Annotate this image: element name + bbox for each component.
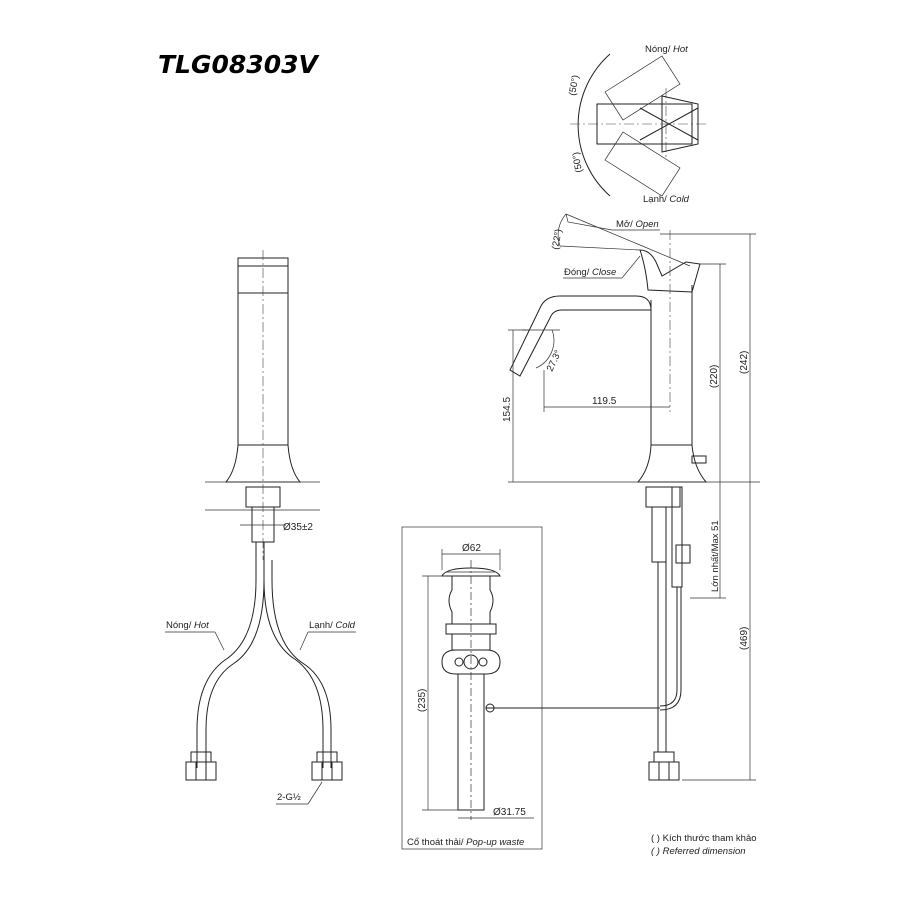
dim-spout-reach: 119.5 — [592, 396, 617, 407]
popup-tee-port — [463, 654, 479, 670]
fitting-cold-nut — [311, 761, 343, 781]
popup-lever-knob — [691, 455, 707, 464]
popup-waste: Ø62 (235) Ø31.75 Cổ thoát thải/ Pop-up w… — [401, 526, 660, 850]
fitting-cold-neck — [316, 751, 338, 763]
angle-lower: (50°) — [571, 151, 585, 173]
front-shank — [251, 506, 275, 543]
dim-popup-top: Ø62 — [462, 543, 481, 554]
hose-hot-outer — [205, 542, 265, 768]
side-rod-clip — [675, 544, 691, 564]
handle-rotation-arc — [577, 53, 611, 197]
side-shank-nut — [645, 486, 681, 508]
side-shank — [651, 506, 667, 563]
leader-hot — [214, 631, 225, 651]
dim-469: (469) — [739, 627, 750, 650]
handle-top-view: Nóng/ Hot Lạnh/ Cold (50°) (50°) — [567, 44, 708, 205]
dim-242: (242) — [739, 351, 750, 374]
side-handle-close-line — [559, 245, 641, 251]
label-open: Mở/ Open — [616, 219, 659, 230]
side-fitting-nut — [648, 761, 680, 781]
popup-caption: Cổ thoát thải/ Pop-up waste — [407, 837, 524, 848]
hose-cold-outer — [271, 560, 332, 768]
popup-linkage-nut — [485, 703, 495, 713]
hose-cold — [263, 560, 324, 768]
side-view: (22°) 27.3° Mở/ Open Đóng/ Close 154.5 1 — [502, 213, 760, 781]
front-view: Ø35±2 Nóng/ Hot Lạnh/ Cold 2-G½ — [165, 250, 356, 805]
handle-lever — [661, 95, 699, 153]
handle-hot-position — [604, 55, 681, 121]
side-spout — [509, 295, 652, 377]
side-popup-cable — [659, 587, 682, 711]
spout-angle-arc — [535, 329, 555, 369]
side-handle-open-tip — [565, 213, 613, 231]
popup-frame — [401, 526, 543, 850]
popup-tee-hole — [478, 657, 488, 667]
handle-cold-position — [604, 131, 681, 197]
front-label-hot: Nóng/ Hot — [166, 620, 209, 631]
label-hot-top: Nóng/ Hot — [645, 44, 688, 55]
side-hose — [657, 562, 667, 752]
front-body — [237, 292, 289, 446]
dim-popup-length: (235) — [417, 689, 428, 712]
label-close: Đóng/ Close — [564, 267, 616, 278]
dim-popup-pipe: Ø31.75 — [493, 807, 526, 818]
angle-handle: (22°) — [550, 228, 564, 250]
model-title: TLG08303V — [158, 50, 319, 79]
side-body — [636, 285, 708, 483]
popup-tailpiece — [457, 673, 485, 811]
side-handle-open — [565, 213, 691, 267]
leader-connector — [307, 781, 323, 805]
dim-max51: Lớn nhất/Max 51 — [710, 520, 721, 592]
fitting-hot-nut — [185, 761, 217, 781]
handle-detail-line — [639, 107, 699, 141]
popup-tee — [441, 649, 501, 675]
note-reference-en: ( ) Referred dimension — [651, 846, 746, 857]
handle-center-position — [596, 103, 693, 145]
angle-upper: (50°) — [567, 74, 581, 96]
connector-label: 2-G½ — [277, 792, 301, 803]
popup-tee-hole — [454, 657, 464, 667]
dim-spout-height: 154.5 — [502, 397, 513, 422]
hose-hot — [196, 542, 257, 768]
fitting-hot-neck — [190, 751, 212, 763]
dim-220: (220) — [709, 365, 720, 388]
label-cold-top: Lạnh/ Cold — [643, 194, 690, 205]
handle-angle-arc — [557, 213, 567, 247]
leader-close — [621, 255, 641, 279]
leader-cold — [299, 631, 309, 651]
side-fitting-neck — [653, 751, 675, 763]
note-reference-vi: ( ) Kích thước tham khảo — [651, 833, 757, 844]
front-label-cold: Lạnh/ Cold — [309, 620, 356, 631]
side-handle-closed — [639, 249, 701, 293]
angle-spout: 27.3° — [545, 348, 564, 373]
dim-hole: Ø35±2 — [283, 522, 313, 533]
